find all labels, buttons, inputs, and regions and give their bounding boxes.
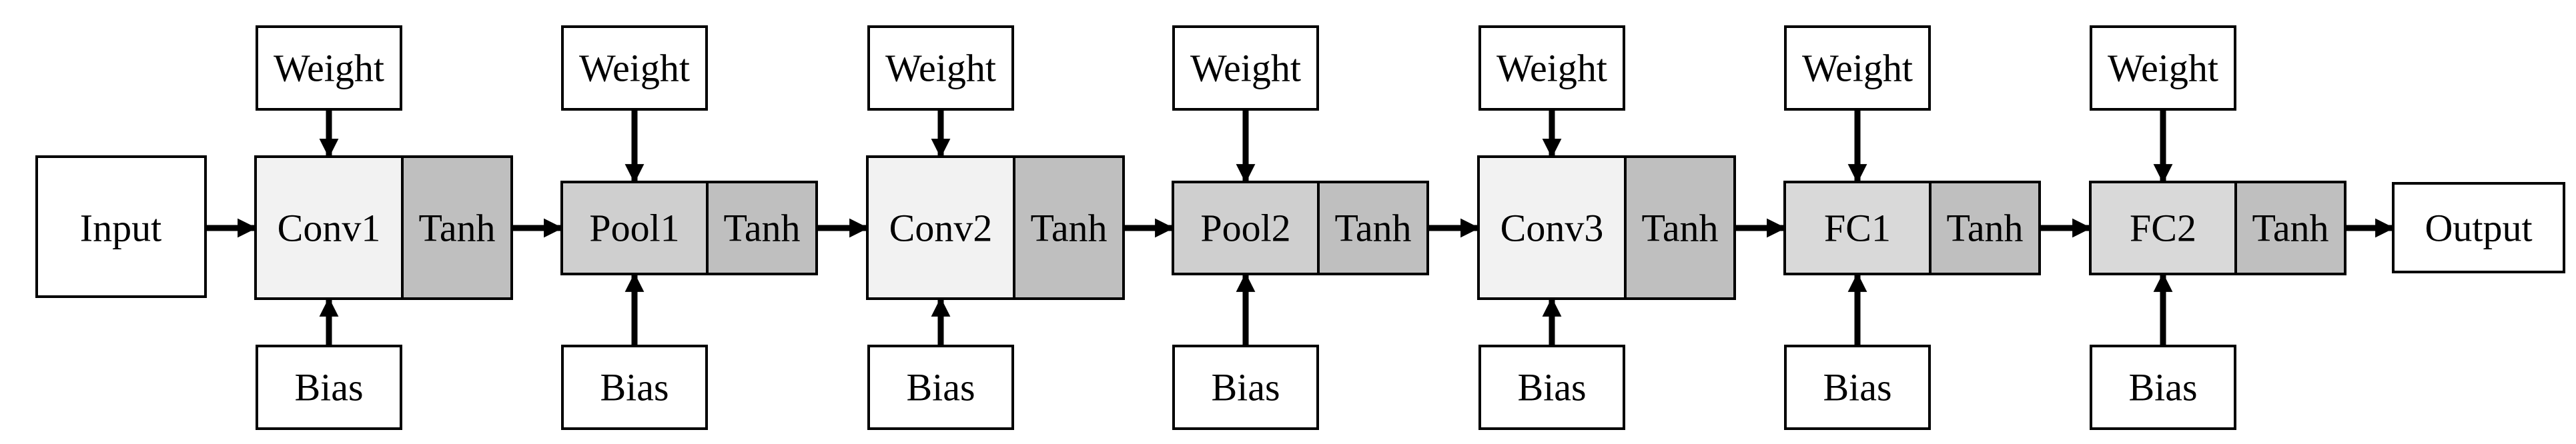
output-box bbox=[2392, 182, 2565, 273]
conv1-label: Conv1 bbox=[278, 207, 381, 250]
conv1-box bbox=[254, 155, 404, 300]
conv2-bias-label: Bias bbox=[906, 366, 975, 409]
fc1-label: FC1 bbox=[1824, 207, 1891, 250]
conv3-weight-box bbox=[1478, 25, 1625, 111]
fc1-bias-label: Bias bbox=[1823, 366, 1891, 409]
fc1-tanh-label: Tanh bbox=[1946, 207, 2023, 250]
fc1-weight-box bbox=[1784, 25, 1931, 111]
pool2-tanh-label: Tanh bbox=[1334, 207, 1411, 250]
pool1-tanh-box bbox=[706, 181, 818, 275]
conv1-tanh-label: Tanh bbox=[418, 207, 495, 250]
pool1-bias-box bbox=[561, 345, 708, 430]
input-label: Input bbox=[80, 207, 161, 250]
conv2-tanh-box bbox=[1013, 155, 1125, 300]
pool1-label: Pool1 bbox=[589, 207, 679, 250]
pool1-weight-label: Weight bbox=[579, 47, 690, 90]
conv3-label: Conv3 bbox=[1500, 207, 1604, 250]
conv2-tanh-label: Tanh bbox=[1030, 207, 1107, 250]
output-label: Output bbox=[2425, 207, 2532, 250]
conv3-tanh-box bbox=[1624, 155, 1736, 300]
fc2-weight-box bbox=[2090, 25, 2236, 111]
fc2-bias-label: Bias bbox=[2128, 366, 2197, 409]
pool1-weight-box bbox=[561, 25, 708, 111]
fc1-weight-label: Weight bbox=[1802, 47, 1913, 90]
conv3-tanh-label: Tanh bbox=[1641, 207, 1718, 250]
conv1-bias-box bbox=[256, 345, 402, 430]
input-box bbox=[35, 155, 207, 298]
conv1-tanh-box bbox=[401, 155, 513, 300]
conv2-bias-box bbox=[867, 345, 1014, 430]
conv3-box bbox=[1477, 155, 1627, 300]
fc2-tanh-label: Tanh bbox=[2252, 207, 2328, 250]
connections bbox=[205, 109, 2395, 346]
fc1-bias-box bbox=[1784, 345, 1931, 430]
pool2-tanh-box bbox=[1317, 181, 1429, 275]
conv1-weight-box bbox=[256, 25, 402, 111]
pool1-bias-label: Bias bbox=[600, 366, 669, 409]
fc1-box bbox=[1783, 181, 1931, 275]
conv3-weight-label: Weight bbox=[1496, 47, 1607, 90]
fc2-label: FC2 bbox=[2130, 207, 2196, 250]
pool1-box bbox=[560, 181, 709, 275]
pool2-label: Pool2 bbox=[1200, 207, 1290, 250]
pool2-box bbox=[1172, 181, 1320, 275]
pool2-bias-label: Bias bbox=[1211, 366, 1280, 409]
pool1-tanh-label: Tanh bbox=[723, 207, 800, 250]
fc2-bias-box bbox=[2090, 345, 2236, 430]
fc2-weight-label: Weight bbox=[2108, 47, 2218, 90]
conv2-weight-label: Weight bbox=[885, 47, 996, 90]
pool2-bias-box bbox=[1172, 345, 1319, 430]
fc2-box bbox=[2089, 181, 2237, 275]
pool2-weight-label: Weight bbox=[1190, 47, 1301, 90]
pool2-weight-box bbox=[1172, 25, 1319, 111]
conv3-bias-box bbox=[1478, 345, 1625, 430]
conv1-weight-label: Weight bbox=[274, 47, 384, 90]
conv2-weight-box bbox=[867, 25, 1014, 111]
fc2-tanh-box bbox=[2234, 181, 2346, 275]
fc1-tanh-box bbox=[1929, 181, 2041, 275]
conv1-bias-label: Bias bbox=[294, 366, 363, 409]
conv3-bias-label: Bias bbox=[1517, 366, 1586, 409]
conv2-label: Conv2 bbox=[889, 207, 993, 250]
